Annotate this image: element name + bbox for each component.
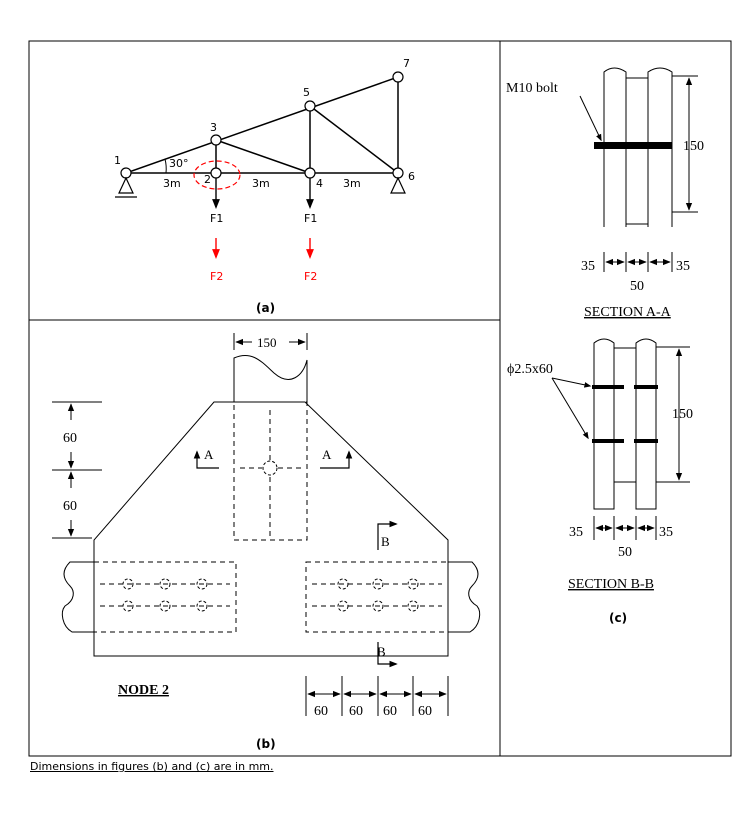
panel-a-label: (a) (256, 301, 275, 315)
bolt (594, 142, 672, 149)
truss-joints (120, 71, 404, 179)
dim-bottom-horizontal (305, 676, 449, 716)
bolt-hole (262, 460, 278, 476)
dim-bottom-60-3: 60 (383, 704, 397, 719)
truss-diagram: 1 2 3 4 5 6 7 30° 3m 3m 3m F1 F1 F2 F (114, 57, 415, 315)
panel-b-label: (b) (256, 737, 276, 751)
load-f2-label-node2: F2 (210, 270, 223, 283)
load-arrows-f2 (212, 238, 314, 259)
dim-left-60-lower: 60 (63, 499, 77, 514)
section-b-mark-bottom: B (377, 644, 386, 659)
span-label-3: 3m (343, 177, 361, 190)
dim-150-top (233, 333, 308, 350)
dim-bottom-60-2: 60 (349, 704, 363, 719)
dim-bottom-60-4: 60 (418, 704, 432, 719)
section-a-arrow-right (320, 450, 353, 469)
node-label-2: 2 (204, 173, 211, 186)
section-aa-drawing (603, 67, 698, 227)
section-bb-height: 150 (672, 407, 693, 422)
dim-left-60-upper: 60 (63, 431, 77, 446)
figure-frame (28, 40, 732, 757)
section-aa-height: 150 (683, 139, 704, 154)
gusset-plate (93, 401, 449, 657)
section-bb-drawing (593, 338, 690, 510)
section-aa-right-dim: 35 (676, 259, 690, 274)
dim-bottom-60-1: 60 (314, 704, 328, 719)
panel-c-label: (c) (609, 611, 627, 625)
section-a-arrow-left (193, 450, 219, 469)
nail-label: ϕ2.5x60 (507, 362, 553, 377)
span-label-2: 3m (252, 177, 270, 190)
nails (592, 385, 658, 443)
bolt-leader (579, 95, 602, 142)
node-label-3: 3 (210, 121, 217, 134)
section-b-mark-top: B (381, 534, 390, 549)
node-label-6: 6 (408, 170, 415, 183)
vertical-member-hidden (233, 401, 308, 541)
node-label-4: 4 (316, 177, 323, 190)
footnote: Dimensions in figures (b) and (c) are in… (30, 760, 274, 773)
section-b-arrow-top (377, 520, 398, 550)
load-arrows-f1 (212, 178, 314, 209)
node-label-5: 5 (303, 86, 310, 99)
support-right (390, 176, 406, 194)
section-a-mark-left: A (204, 447, 214, 462)
node-2-title: NODE 2 (118, 683, 169, 698)
dim-left-vertical (52, 401, 102, 539)
support-left (115, 176, 137, 198)
section-b-arrow-bottom (377, 642, 398, 668)
load-f2-label-node4: F2 (304, 270, 317, 283)
right-member (305, 561, 481, 633)
section-bb-title: SECTION B-B (568, 577, 654, 592)
section-bb-dims (593, 516, 657, 540)
load-f1-label-node2: F1 (210, 212, 223, 225)
section-details: M10 bolt 150 35 35 50 SECTION A-A (506, 67, 704, 625)
bolt-label: M10 bolt (506, 81, 558, 96)
node-label-1: 1 (114, 154, 121, 167)
nail-leaders (551, 377, 592, 440)
section-aa-title: SECTION A-A (584, 305, 672, 320)
load-f1-label-node4: F1 (304, 212, 317, 225)
dim-150-label: 150 (257, 335, 277, 350)
section-bb-center-dim: 50 (618, 545, 632, 560)
section-a-mark-right: A (322, 447, 332, 462)
span-label-1: 3m (163, 177, 181, 190)
left-member (61, 561, 237, 633)
node-2-highlight (193, 160, 241, 190)
truss-members (125, 76, 399, 174)
node-label-7: 7 (403, 57, 410, 70)
section-bb-right-dim: 35 (659, 525, 673, 540)
angle-label: 30° (169, 157, 189, 170)
section-aa-center-dim: 50 (630, 279, 644, 294)
node-2-detail: 150 A A 60 (52, 333, 481, 751)
vertical-member (233, 354, 308, 402)
angle-arc (164, 158, 167, 174)
section-aa-left-dim: 35 (581, 259, 595, 274)
section-aa-dims (603, 252, 673, 272)
section-bb-left-dim: 35 (569, 525, 583, 540)
